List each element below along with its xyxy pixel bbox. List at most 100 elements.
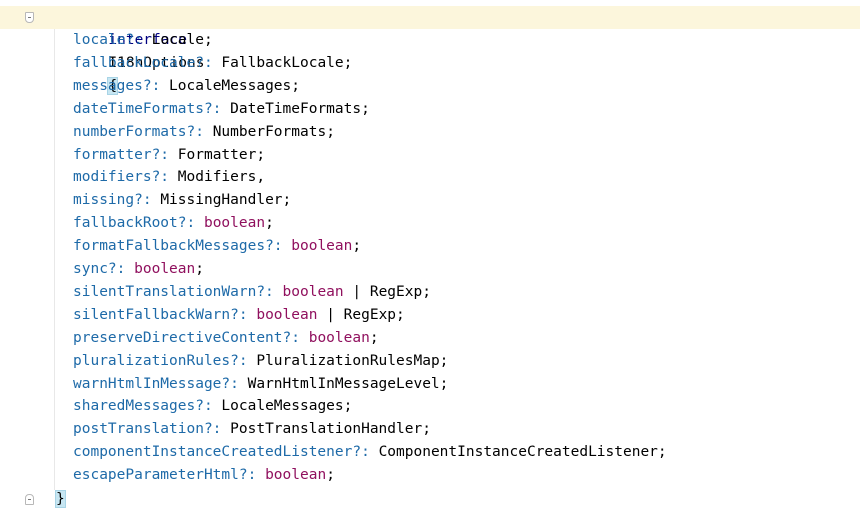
member-type: Locale (151, 32, 204, 48)
statement-terminator: ; (343, 398, 353, 415)
close-brace: } (55, 490, 66, 508)
member-name: locale (73, 32, 126, 48)
interface-declaration-line[interactable]: interface I18nOptions { (0, 6, 860, 95)
member-type: PostTranslationHandler (230, 421, 423, 438)
optional-marker: ?: (134, 192, 152, 209)
member-type: WarnHtmlInMessageLevel (247, 375, 440, 392)
optional-marker: ?: (142, 77, 161, 94)
optional-marker: ?: (107, 261, 126, 277)
statement-terminator: ; (422, 283, 431, 300)
member-name: silentTranslationWarn (73, 283, 257, 300)
optional-marker: ?: (230, 306, 248, 323)
optional-marker: ?: (238, 467, 257, 484)
member-line[interactable]: messages?: LocaleMessages; (0, 75, 860, 98)
member-type: DateTimeFormats (230, 100, 362, 117)
statement-terminator: ; (282, 192, 292, 209)
statement-terminator: ; (326, 123, 335, 140)
optional-marker: ?: (352, 444, 370, 461)
optional-marker: ?: (221, 375, 239, 392)
statement-terminator: ; (265, 215, 274, 232)
statement-terminator: ; (343, 54, 353, 71)
member-line[interactable]: silentFallbackWarn?: boolean | RegExp; (0, 304, 860, 327)
fold-open-icon[interactable] (25, 12, 34, 23)
member-name: fallbackRoot (73, 215, 178, 232)
member-name: preserveDirectiveContent (73, 329, 283, 346)
statement-terminator: ; (422, 421, 431, 438)
statement-terminator: ; (439, 352, 449, 369)
statement-terminator: ; (326, 467, 335, 484)
optional-marker: ?: (282, 329, 300, 346)
member-type: RegExp (343, 306, 397, 323)
member-name: sync (73, 261, 108, 277)
statement-terminator: , (256, 169, 266, 186)
member-type: ComponentInstanceCreatedListener (378, 444, 658, 461)
optional-marker: ?: (186, 123, 204, 140)
member-type: PluralizationRulesMap (256, 352, 440, 369)
member-line[interactable]: fallbackLocale?: FallbackLocale; (0, 52, 860, 75)
member-type: NumberFormats (212, 123, 327, 140)
member-line[interactable]: fallbackRoot?: boolean; (0, 212, 860, 235)
member-line[interactable]: locale?: Locale; (0, 29, 860, 52)
optional-marker: ?: (125, 32, 143, 48)
statement-terminator: ; (369, 329, 379, 346)
union-separator: | (326, 306, 335, 323)
member-type: boolean (282, 283, 344, 300)
optional-marker: ?: (265, 238, 283, 255)
member-line[interactable]: formatFallbackMessages?: boolean; (0, 235, 860, 258)
member-name: numberFormats (73, 123, 187, 140)
member-type: boolean (256, 306, 318, 323)
member-name: messages (73, 77, 143, 94)
member-name: sharedMessages (73, 398, 196, 415)
member-name: componentInstanceCreatedListener (73, 444, 353, 461)
statement-terminator: ; (195, 261, 204, 277)
member-type: boolean (203, 215, 266, 232)
member-line[interactable]: escapeParameterHtml?: boolean; (0, 464, 860, 487)
interface-keyword: interface (108, 32, 187, 48)
member-line[interactable]: dateTimeFormats?: DateTimeFormats; (0, 98, 860, 121)
statement-terminator: ; (657, 444, 667, 461)
optional-marker: ?: (195, 54, 213, 71)
member-type: boolean (308, 329, 370, 346)
optional-marker: ?: (256, 283, 274, 300)
member-line[interactable]: sync?: boolean; (0, 258, 860, 281)
member-name: formatter (73, 146, 152, 163)
member-type: boolean (134, 261, 196, 277)
optional-marker: ?: (151, 146, 170, 163)
member-type: Formatter (177, 146, 257, 163)
optional-marker: ?: (203, 100, 222, 117)
member-line[interactable]: pluralizationRules?: PluralizationRulesM… (0, 350, 860, 373)
member-line[interactable]: silentTranslationWarn?: boolean | RegExp… (0, 281, 860, 304)
member-name: warnHtmlInMessage (73, 375, 222, 392)
member-line[interactable]: formatter?: Formatter; (0, 144, 860, 167)
member-line[interactable]: componentInstanceCreatedListener?: Compo… (0, 441, 860, 464)
member-name: formatFallbackMessages (73, 238, 266, 255)
fold-close-icon[interactable] (25, 494, 34, 505)
statement-terminator: ; (361, 100, 370, 117)
member-type: LocaleMessages (169, 77, 292, 94)
member-name: missing (73, 192, 135, 209)
member-line[interactable]: modifiers?: Modifiers, (0, 166, 860, 189)
member-line[interactable]: numberFormats?: NumberFormats; (0, 121, 860, 144)
member-type: boolean (291, 238, 353, 255)
interface-name: I18nOptions (108, 55, 205, 71)
statement-terminator: ; (396, 306, 405, 323)
statement-terminator: ; (439, 375, 449, 392)
editor-gutter[interactable] (0, 0, 43, 526)
member-line[interactable]: warnHtmlInMessage?: WarnHtmlInMessageLev… (0, 373, 860, 396)
statement-terminator: ; (352, 238, 362, 255)
member-name: silentFallbackWarn (73, 306, 231, 323)
member-line[interactable]: postTranslation?: PostTranslationHandler… (0, 418, 860, 441)
optional-marker: ?: (151, 169, 170, 186)
open-brace: { (107, 77, 119, 95)
member-line[interactable]: preserveDirectiveContent?: boolean; (0, 327, 860, 350)
member-line[interactable]: missing?: MissingHandler; (0, 189, 860, 212)
member-type: RegExp (369, 283, 423, 300)
optional-marker: ?: (195, 398, 213, 415)
optional-marker: ?: (230, 352, 248, 369)
optional-marker: ?: (177, 215, 196, 232)
member-name: modifiers (73, 169, 152, 186)
closing-brace-line[interactable]: } (0, 488, 860, 511)
previous-line-fragment: ' ' (50, 0, 69, 6)
member-line[interactable]: sharedMessages?: LocaleMessages; (0, 395, 860, 418)
